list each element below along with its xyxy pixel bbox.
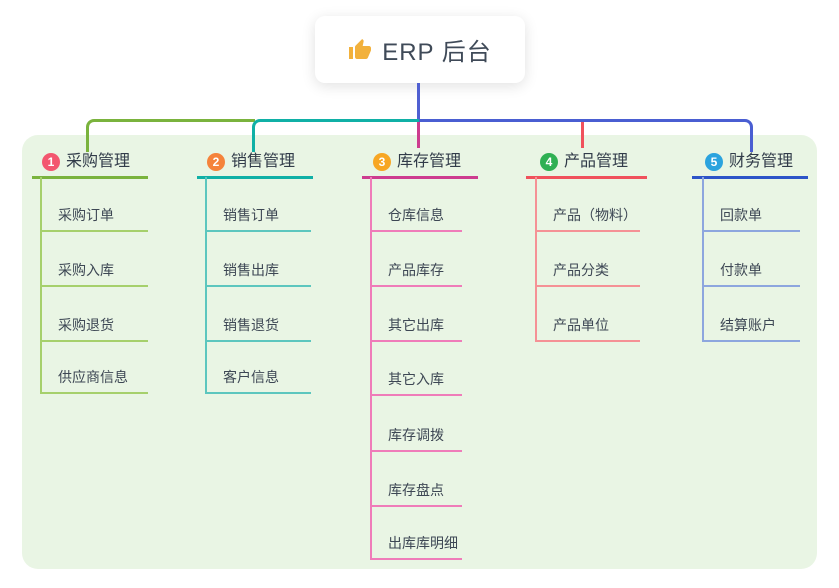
node-label[interactable]: 仓库信息 (388, 207, 444, 223)
node-label[interactable]: 采购退货 (58, 317, 114, 333)
node-underline (535, 230, 640, 232)
node-label[interactable]: 回款单 (720, 207, 762, 223)
node-label[interactable]: 采购订单 (58, 207, 114, 223)
node-underline (370, 340, 462, 342)
branch-underline-finance (692, 176, 808, 179)
node-label[interactable]: 出库库明细 (388, 535, 458, 551)
branch-underline-product (526, 176, 647, 179)
node-label[interactable]: 产品单位 (553, 317, 609, 333)
node-label[interactable]: 产品库存 (388, 262, 444, 278)
node-label[interactable]: 库存调拨 (388, 427, 444, 443)
branch-title-purchase[interactable]: 采购管理 (66, 153, 131, 170)
connector-bus-teal (252, 119, 422, 152)
node-underline (535, 285, 640, 287)
node-underline (370, 505, 462, 507)
node-label[interactable]: 库存盘点 (388, 482, 444, 498)
node-underline (702, 285, 800, 287)
branch-spine-inventory (370, 177, 372, 560)
node-label[interactable]: 销售订单 (223, 207, 279, 223)
node-underline (370, 285, 462, 287)
root-node[interactable]: ERP 后台 (315, 16, 525, 83)
node-underline (702, 230, 800, 232)
node-label[interactable]: 付款单 (720, 262, 762, 278)
branches-panel (22, 135, 817, 569)
branch-spine-finance (702, 177, 704, 342)
node-label[interactable]: 采购入库 (58, 262, 114, 278)
branch-title-product[interactable]: 产品管理 (564, 153, 629, 170)
connector-drop-product (581, 122, 584, 148)
connector-bus-right-blue (419, 119, 753, 152)
node-label[interactable]: 客户信息 (223, 369, 279, 385)
node-label[interactable]: 产品（物料） (553, 207, 637, 223)
branch-title-finance[interactable]: 财务管理 (729, 153, 794, 170)
branch-title-sales[interactable]: 销售管理 (231, 153, 296, 170)
node-underline (702, 340, 800, 342)
node-label[interactable]: 其它入库 (388, 371, 444, 387)
branch-underline-inventory (362, 176, 478, 179)
branch-number-badge-inventory: 3 (373, 153, 391, 171)
branch-number-badge-product: 4 (540, 153, 558, 171)
branch-spine-product (535, 177, 537, 342)
node-underline (370, 558, 462, 560)
branch-number-badge-purchase: 1 (42, 153, 60, 171)
node-underline (205, 340, 311, 342)
node-label[interactable]: 供应商信息 (58, 369, 128, 385)
branch-title-inventory[interactable]: 库存管理 (397, 153, 462, 170)
branch-underline-sales (197, 176, 313, 179)
branch-number-badge-finance: 5 (705, 153, 723, 171)
node-underline (370, 230, 462, 232)
thumbs-up-icon (348, 38, 372, 62)
node-underline (370, 394, 462, 396)
connector-bus-left-green (86, 119, 255, 152)
branch-number-badge-sales: 2 (207, 153, 225, 171)
node-underline (40, 392, 148, 394)
node-underline (535, 340, 640, 342)
node-underline (205, 285, 311, 287)
connector-root-drop (417, 83, 420, 120)
node-underline (40, 340, 148, 342)
node-underline (205, 392, 311, 394)
node-underline (40, 285, 148, 287)
branch-underline-purchase (32, 176, 148, 179)
node-label[interactable]: 销售出库 (223, 262, 279, 278)
connector-drop-inventory (417, 122, 420, 148)
node-label[interactable]: 产品分类 (553, 262, 609, 278)
node-underline (370, 450, 462, 452)
root-node-label: ERP 后台 (382, 39, 492, 66)
node-label[interactable]: 结算账户 (720, 317, 776, 333)
node-underline (40, 230, 148, 232)
node-label[interactable]: 其它出库 (388, 317, 444, 333)
node-label[interactable]: 销售退货 (223, 317, 279, 333)
node-underline (205, 230, 311, 232)
